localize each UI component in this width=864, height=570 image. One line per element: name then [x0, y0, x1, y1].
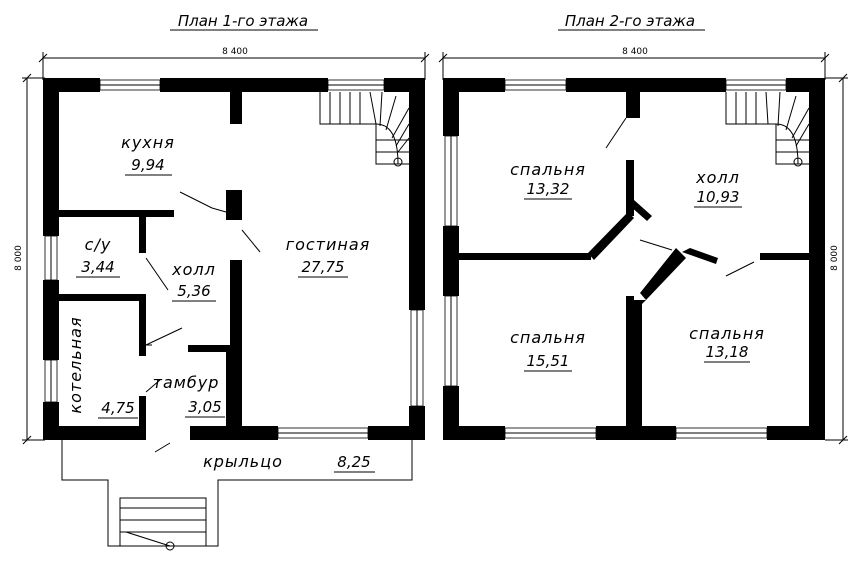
bedroom2-bottom-window [504, 427, 597, 439]
room-name: котельная [66, 316, 85, 413]
living-side-window [410, 309, 424, 407]
bedroom2-side-window [444, 295, 458, 387]
room-area: 4,75 [101, 399, 134, 417]
room-kitchen: кухня 9,94 [121, 133, 175, 176]
bedroom1-side-window [444, 135, 458, 227]
floor1-door-swings [145, 191, 261, 393]
floor2-height-label: 8 000 [830, 245, 840, 271]
floor2-door-swings [605, 117, 755, 277]
room-name: кухня [121, 133, 175, 152]
room-name: с/у [85, 235, 112, 254]
room-bedroom-1: спальня 13,32 [510, 160, 586, 200]
room-hall: холл 5,36 [171, 260, 216, 302]
room-area: 5,36 [177, 282, 210, 300]
bedroom1-top-window [504, 79, 567, 91]
floor2-height-dimension: 8 000 [825, 73, 848, 445]
room-hall-2: холл 10,93 [694, 168, 742, 208]
room-area: 13,32 [527, 180, 570, 198]
room-bedroom-3: спальня 13,18 [689, 324, 765, 363]
floor2-width-label: 8 400 [622, 47, 648, 57]
room-area: 10,93 [697, 188, 740, 206]
room-bedroom-2: спальня 15,51 [510, 328, 586, 372]
floor2-plan: План 2-го этажа 8 400 8 000 [438, 12, 848, 445]
room-name: холл [695, 168, 740, 187]
wc-window [44, 235, 58, 281]
floor1-interior-walls [59, 92, 242, 426]
room-living: гостиная 27,75 [286, 235, 371, 278]
boiler-window [44, 359, 58, 403]
floor1-height-dimension: 8 000 [14, 73, 45, 445]
floor2-exterior-walls [443, 78, 825, 440]
room-area: 8,25 [337, 453, 370, 471]
floor1-height-label: 8 000 [14, 245, 24, 271]
floor2-width-dimension: 8 400 [438, 47, 830, 80]
room-area: 9,94 [131, 156, 164, 174]
floor1-staircase [319, 91, 410, 167]
room-name: тамбур [153, 373, 220, 392]
room-vestibule: тамбур 3,05 [153, 373, 225, 418]
room-boiler: котельная 4,75 [66, 316, 138, 419]
floor1-title: План 1-го этажа [178, 12, 308, 30]
porch-lamp-symbol [165, 541, 175, 551]
room-porch: крыльцо 8,25 [203, 452, 375, 473]
kitchen-window [99, 79, 161, 91]
bedroom3-bottom-window [675, 427, 768, 439]
room-area: 15,51 [527, 352, 570, 370]
room-area: 27,75 [302, 258, 345, 276]
room-name: гостиная [286, 235, 371, 254]
room-name: крыльцо [203, 452, 283, 471]
floor2-staircase [725, 91, 810, 167]
porch-outline [61, 440, 413, 551]
floor1-exterior-walls [43, 78, 425, 440]
room-area: 3,44 [81, 258, 114, 276]
floor1-plan: План 1-го этажа 8 400 8 000 [14, 12, 430, 551]
living-bottom-window [277, 427, 369, 439]
floor1-windows [44, 79, 424, 439]
hall2-top-window [725, 79, 787, 91]
room-name: спальня [689, 324, 765, 343]
floor1-width-dimension: 8 400 [38, 47, 430, 80]
floor2-windows [444, 79, 787, 439]
room-area: 3,05 [188, 398, 221, 416]
room-area: 13,18 [706, 343, 749, 361]
staircase-window [327, 79, 385, 91]
room-name: спальня [510, 160, 586, 179]
floor2-title: План 2-го этажа [565, 12, 695, 30]
room-wc: с/у 3,44 [76, 235, 120, 278]
room-name: спальня [510, 328, 586, 347]
room-name: холл [171, 260, 216, 279]
floor1-width-label: 8 400 [222, 47, 248, 57]
floor2-interior-walls [459, 92, 809, 426]
